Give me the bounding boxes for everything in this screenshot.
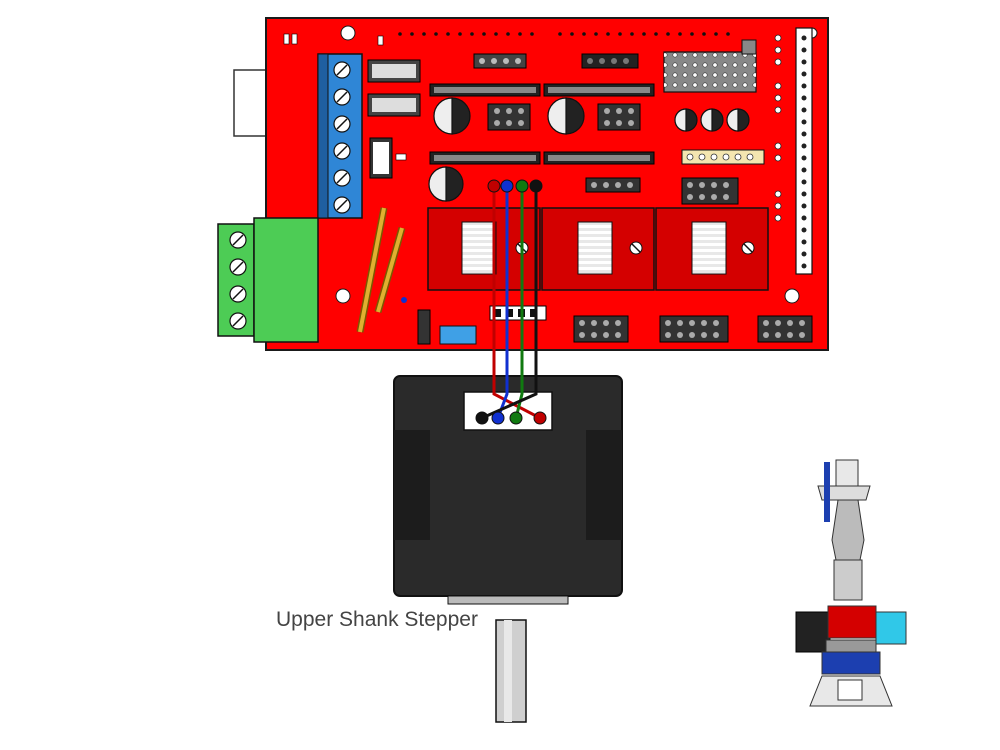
ramps-board [265,17,829,351]
green-power-terminal [217,217,319,343]
capacitors [428,97,750,202]
fuses [356,207,406,333]
wire-endpoints [475,179,547,425]
blue-terminal-block [317,53,363,219]
mosfets [367,59,421,179]
motor-wires [481,186,541,420]
stepper-drivers [427,207,769,291]
stepper-motor [393,375,623,723]
robot-arm-thumbnail [795,459,907,707]
motor-caption: Upper Shank Stepper [276,608,478,631]
